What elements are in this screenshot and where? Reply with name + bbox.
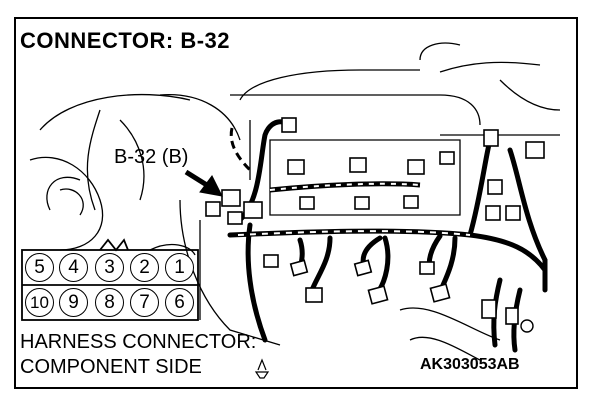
figure-code: AK303053AB xyxy=(420,356,520,373)
harness-label-line2: COMPONENT SIDE xyxy=(20,356,202,378)
connector-lock-tab-icon xyxy=(520,319,534,333)
pin-3: 3 xyxy=(95,253,124,282)
pin-4: 4 xyxy=(59,253,88,282)
pin-7: 7 xyxy=(130,288,159,317)
harness-connector-label: HARNESS CONNECTOR: COMPONENT SIDE xyxy=(20,330,256,380)
pin-10: 10 xyxy=(25,288,54,317)
harness-label-line1: HARNESS CONNECTOR: xyxy=(20,331,257,353)
pin-1: 1 xyxy=(165,253,194,282)
pin-9: 9 xyxy=(59,288,88,317)
connector-callout-label: B-32 (B) xyxy=(114,146,189,168)
diagram-frame xyxy=(14,17,578,389)
component-side-hand-icon xyxy=(254,358,270,379)
pin-2: 2 xyxy=(130,253,159,282)
pin-6: 6 xyxy=(165,288,194,317)
pin-5: 5 xyxy=(25,253,54,282)
pin-8: 8 xyxy=(95,288,124,317)
page-title: CONNECTOR: B-32 xyxy=(20,28,231,53)
